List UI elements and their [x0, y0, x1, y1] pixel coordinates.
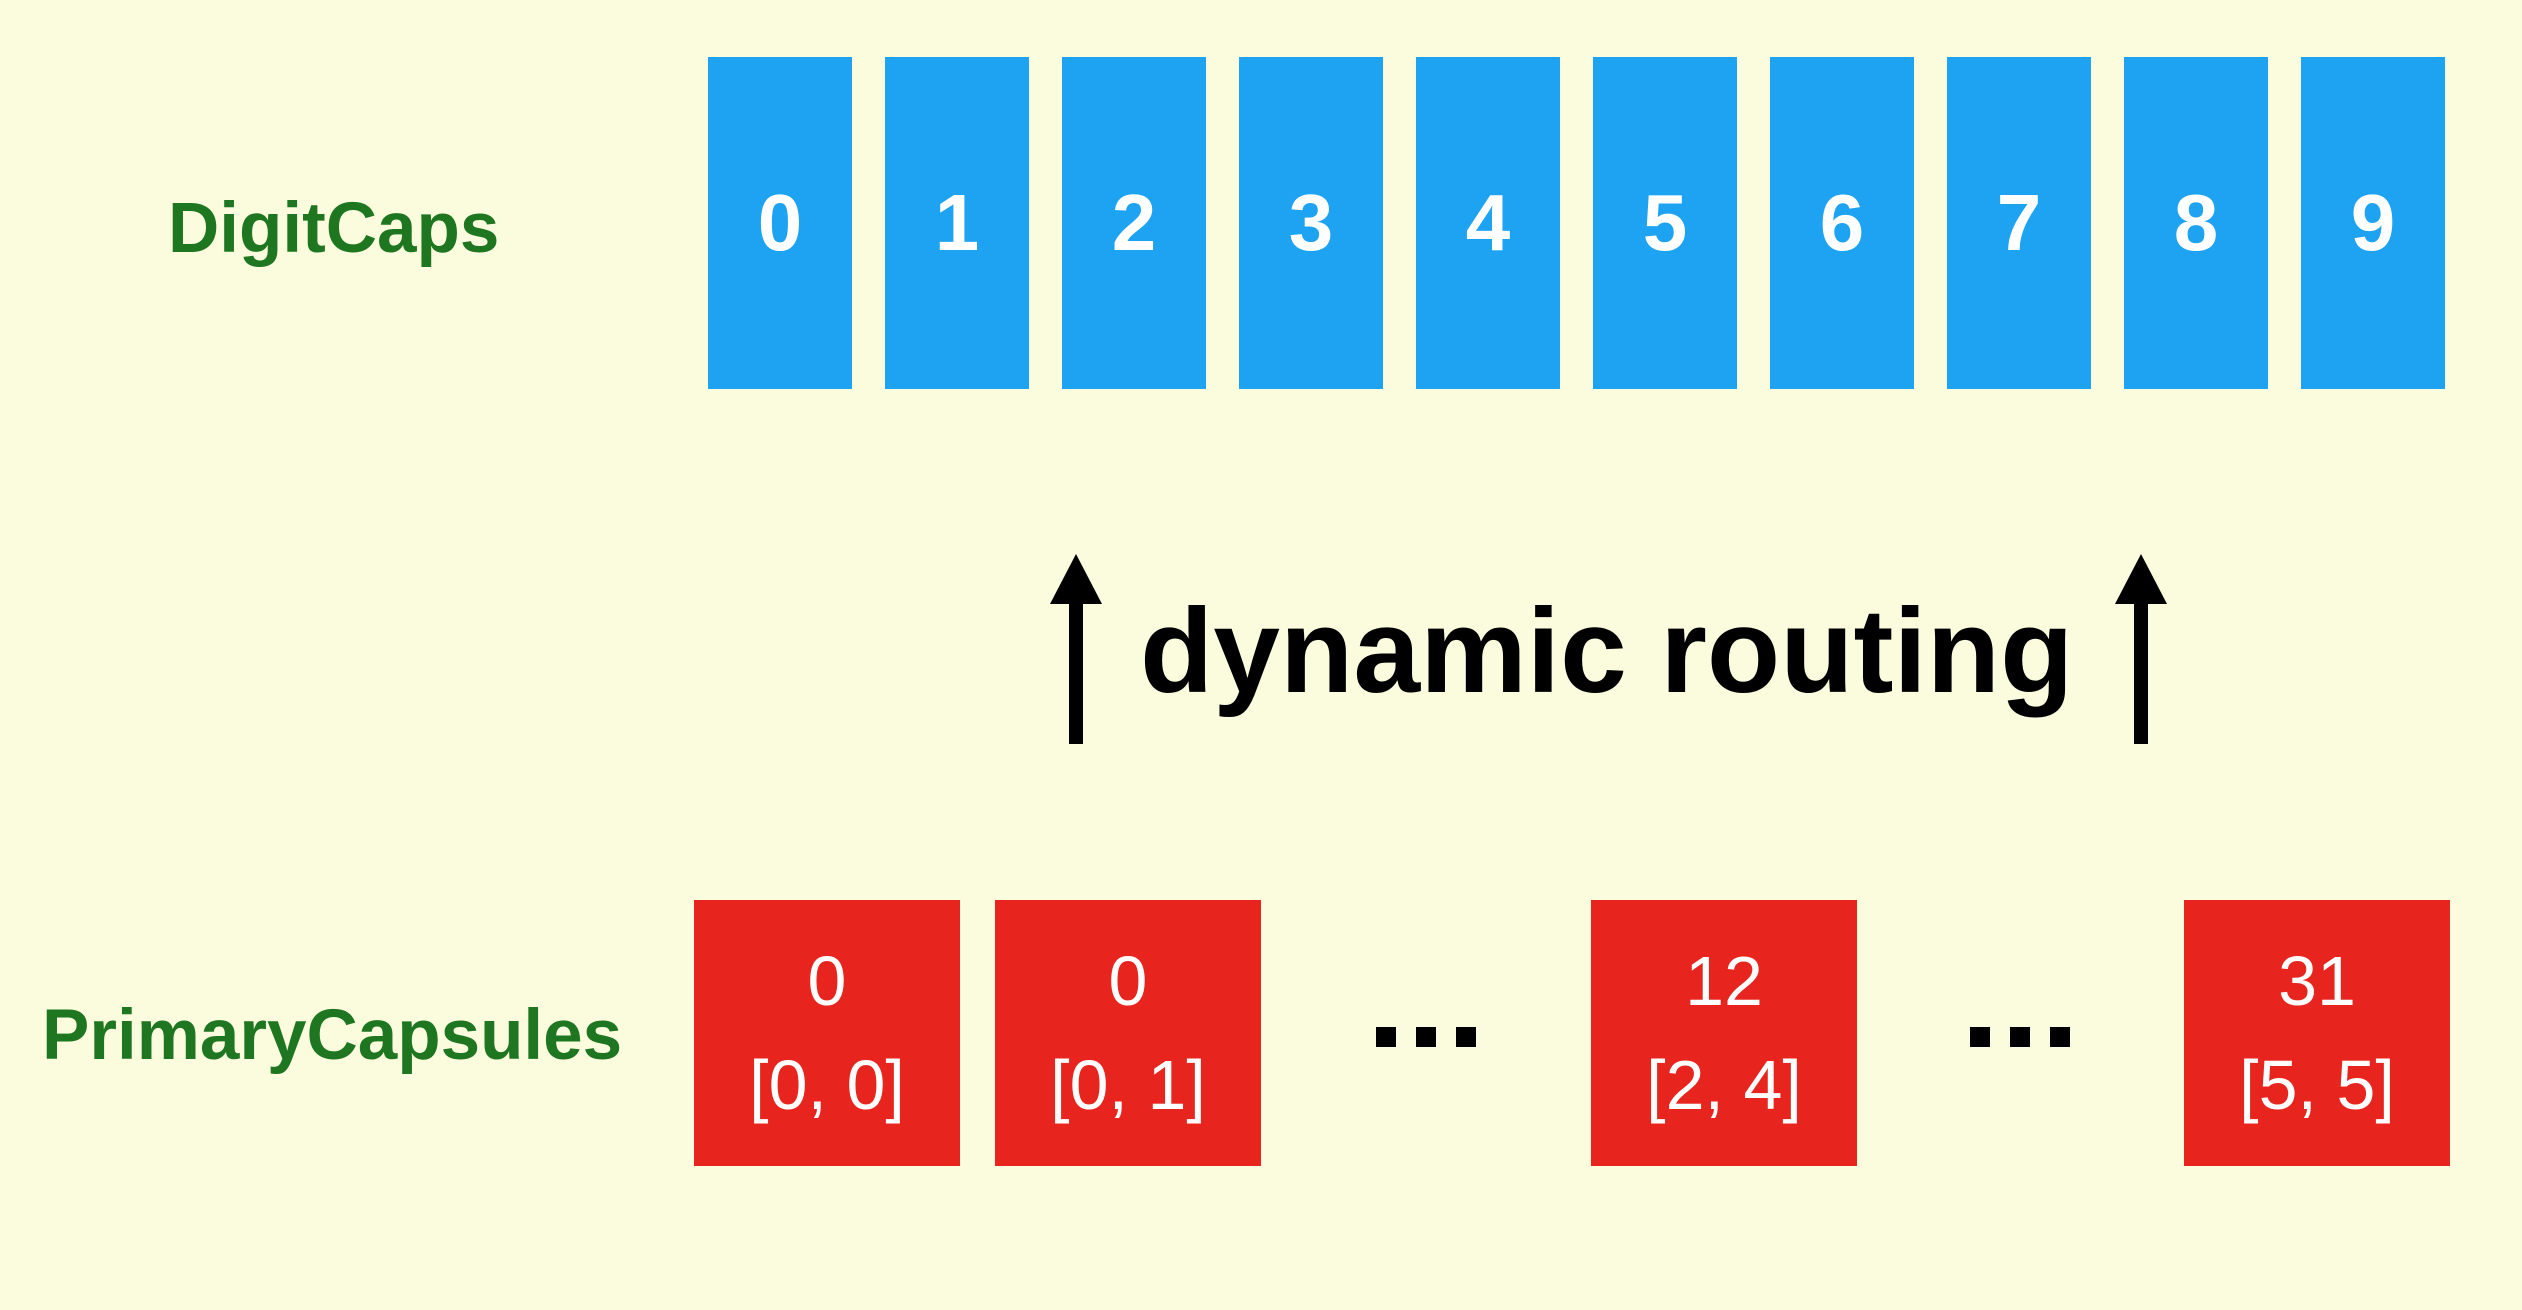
digit-capsule: 7	[1947, 57, 2091, 389]
digitcaps-label: DigitCaps	[168, 189, 500, 268]
digitcaps-row: 0 1 2 3 4 5 6 7 8 9	[708, 57, 2445, 389]
digit-capsule: 2	[1062, 57, 1206, 389]
digit-capsule-value: 3	[1288, 178, 1334, 267]
primary-capsule: 0 [0, 0]	[694, 900, 960, 1166]
ellipsis-dot	[2010, 1027, 2030, 1047]
primary-capsule-position: [0, 1]	[1050, 1046, 1206, 1124]
digit-capsule-value: 5	[1642, 178, 1688, 267]
digit-capsule: 9	[2301, 57, 2445, 389]
digit-capsule: 4	[1416, 57, 1560, 389]
digit-capsule: 3	[1239, 57, 1383, 389]
arrow-shaft	[2134, 602, 2148, 744]
digit-capsule-value: 2	[1111, 178, 1157, 267]
primarycapsules-label: PrimaryCapsules	[42, 996, 623, 1075]
primary-capsule-index: 0	[1108, 942, 1148, 1020]
primary-capsule-index: 31	[2278, 942, 2356, 1020]
ellipsis-dot	[1376, 1027, 1396, 1047]
primary-capsule-position: [2, 4]	[1646, 1046, 1802, 1124]
digit-capsule-value: 6	[1819, 178, 1865, 267]
ellipsis-dot	[1416, 1027, 1436, 1047]
digit-capsule: 0	[708, 57, 852, 389]
primary-capsule: 12 [2, 4]	[1591, 900, 1857, 1166]
up-arrow-left-icon	[1050, 554, 1102, 744]
digit-capsule: 8	[2124, 57, 2268, 389]
dynamic-routing-label: dynamic routing	[1140, 584, 2074, 718]
primary-capsule-index: 0	[807, 942, 847, 1020]
digit-capsule-value: 4	[1465, 178, 1511, 267]
primary-capsule-position: [5, 5]	[2239, 1046, 2395, 1124]
digit-capsule-value: 0	[757, 178, 803, 267]
ellipsis-dots	[1376, 1027, 1476, 1047]
arrow-head	[1050, 554, 1102, 604]
ellipsis-dots	[1970, 1027, 2070, 1047]
digit-capsule-value: 1	[934, 178, 980, 267]
digit-capsule-value: 8	[2173, 178, 2219, 267]
primary-capsule-index: 12	[1685, 942, 1763, 1020]
primary-capsule: 31 [5, 5]	[2184, 900, 2450, 1166]
digit-capsule: 5	[1593, 57, 1737, 389]
ellipsis-dot	[1970, 1027, 1990, 1047]
arrow-shaft	[1069, 602, 1083, 744]
primary-capsule-position: [0, 0]	[749, 1046, 905, 1124]
digit-capsule: 6	[1770, 57, 1914, 389]
arrow-head	[2115, 554, 2167, 604]
primary-capsule: 0 [0, 1]	[995, 900, 1261, 1166]
up-arrow-right-icon	[2115, 554, 2167, 744]
ellipsis-dot	[2050, 1027, 2070, 1047]
digit-capsule: 1	[885, 57, 1029, 389]
digit-capsule-value: 7	[1996, 178, 2042, 267]
ellipsis-dot	[1456, 1027, 1476, 1047]
digit-capsule-value: 9	[2350, 178, 2396, 267]
